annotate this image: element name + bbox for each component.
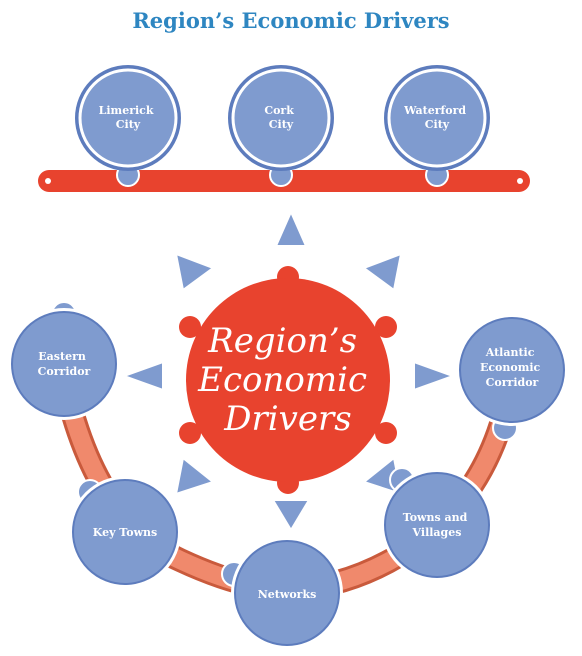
hub-label: Region’s Economic Drivers — [197, 321, 378, 439]
ring-label-networks: Networks — [258, 588, 317, 601]
city-node-limerick: Limerick City — [75, 65, 181, 187]
city-label-waterford: Waterford City — [403, 104, 470, 131]
city-label-limerick: Limerick City — [99, 104, 158, 131]
arrow-up-left — [174, 252, 216, 292]
ring-label-key-towns: Key Towns — [93, 526, 157, 539]
ring-node-towns-and-villages: Towns and Villages — [381, 467, 493, 581]
city-node-cork: Cork City — [228, 65, 334, 187]
arrow-up-right — [361, 252, 403, 292]
ring-label-towns-and-villages: Towns and Villages — [403, 511, 471, 539]
ring-node-atlantic-economic-corridor: Atlantic Economic Corridor — [456, 314, 568, 441]
hub: Region’s Economic Drivers — [179, 266, 397, 494]
city-label-cork: Cork City — [264, 104, 297, 131]
ring-label-atlantic-economic-corridor: Atlantic Economic Corridor — [480, 346, 544, 389]
ring-label-eastern-corridor: Eastern Corridor — [38, 350, 91, 378]
ring-node-key-towns: Key Towns — [69, 476, 181, 588]
arrow-up — [274, 209, 308, 247]
diagram-title: Region’s Economic Drivers — [132, 8, 450, 33]
city-node-waterford: Waterford City — [384, 65, 490, 187]
arrow-left — [121, 360, 164, 392]
arrow-down — [271, 499, 311, 532]
arrow-down-left — [174, 456, 216, 496]
ring-node-eastern-corridor: Eastern Corridor — [8, 301, 120, 420]
arrow-right — [413, 360, 456, 392]
ring-node-networks: Networks — [221, 537, 343, 649]
